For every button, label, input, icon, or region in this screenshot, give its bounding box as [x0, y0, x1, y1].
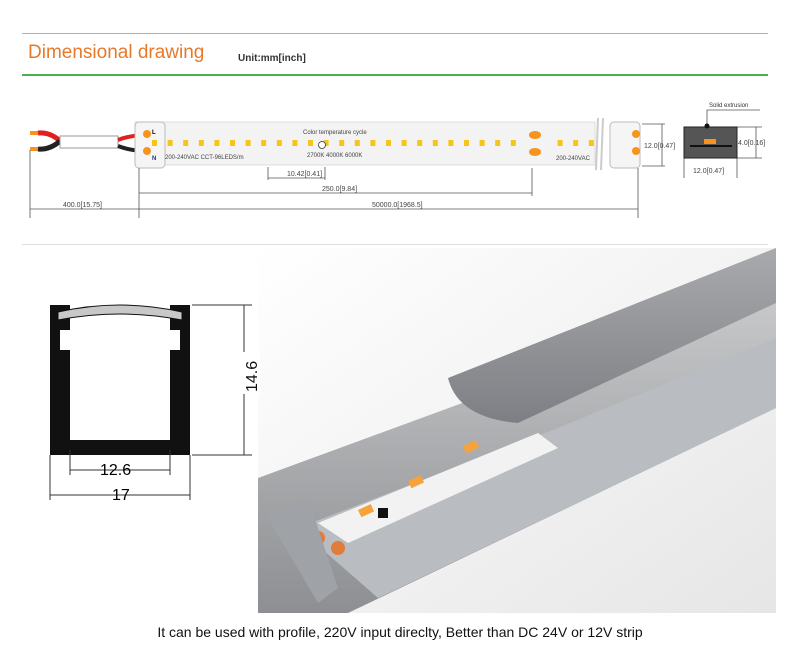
led-row [152, 140, 594, 146]
dim-lead-length: 400.0[15.75] [63, 202, 102, 209]
profile-inner-width-label: 12.6 [100, 462, 131, 479]
strip-spec-label: 200-240VAC CCT-96LEDS/m [165, 155, 244, 161]
profile-height-label: 14.6 [244, 361, 260, 392]
profile-product-photo [258, 248, 776, 613]
divider [22, 244, 768, 245]
led-chip [198, 140, 204, 146]
dim-cut-length: 250.0[9.84] [322, 186, 357, 193]
led-chip [152, 140, 157, 146]
terminal-l-label: L [152, 130, 156, 136]
dim-section-width: 12.0[0.47] [693, 168, 724, 175]
led-chip [401, 140, 407, 146]
diffuser-cover [57, 304, 183, 321]
terminal-n-label: N [152, 156, 156, 162]
profile-section-drawing: 14.6 12.6 17 [49, 304, 260, 504]
power-lead [30, 130, 143, 153]
cct-values-label: 2700K 4000K 6000K [307, 153, 362, 159]
led-chip [323, 140, 329, 146]
led-chip [386, 140, 391, 146]
led-chip [495, 140, 501, 146]
unit-label: Unit:mm[inch] [238, 53, 306, 64]
led-chip [214, 140, 220, 146]
caption: It can be used with profile, 220V input … [157, 624, 643, 640]
led-chip [573, 140, 579, 146]
led-chip [292, 140, 298, 146]
dim-width: 12.0[0.47] [644, 143, 675, 150]
led-chip [557, 140, 563, 146]
end-voltage-label: 200-240VAC [556, 156, 591, 162]
dim-total-length: 50000.0[1968.5] [372, 202, 423, 209]
led-chip [276, 140, 282, 146]
aluminum-profile [50, 305, 190, 455]
led-chip [417, 140, 423, 146]
led-chip [230, 140, 235, 146]
dim-section-height: 4.0[0.16] [738, 140, 765, 147]
led-chip [167, 140, 173, 146]
led-chip [464, 140, 469, 146]
color-cycle-label: Color temperature cycle [303, 130, 367, 136]
top-rule [22, 33, 768, 34]
cross-section-label: Solid extrusion [709, 103, 748, 109]
led-chip [183, 140, 189, 146]
led-chip [245, 140, 251, 146]
led-chip [479, 140, 485, 146]
led-chip [370, 140, 376, 146]
title-underline [22, 74, 768, 76]
led-chip [308, 140, 313, 146]
led-chip [448, 140, 454, 146]
section-title: Dimensional drawing [28, 42, 205, 63]
strip-dimension-drawing: L N 200-240VAC CCT-96LEDS/m Color temper… [29, 103, 765, 218]
led-chip [354, 140, 360, 146]
led-chip [510, 140, 516, 146]
led-chip [261, 140, 267, 146]
led-strip [134, 121, 596, 166]
led-chip [588, 140, 594, 146]
dim-led-pitch: 10.42[0.41] [287, 171, 322, 178]
led-chip [339, 140, 345, 146]
led-chip [432, 140, 438, 146]
profile-outer-width-label: 17 [112, 487, 130, 504]
